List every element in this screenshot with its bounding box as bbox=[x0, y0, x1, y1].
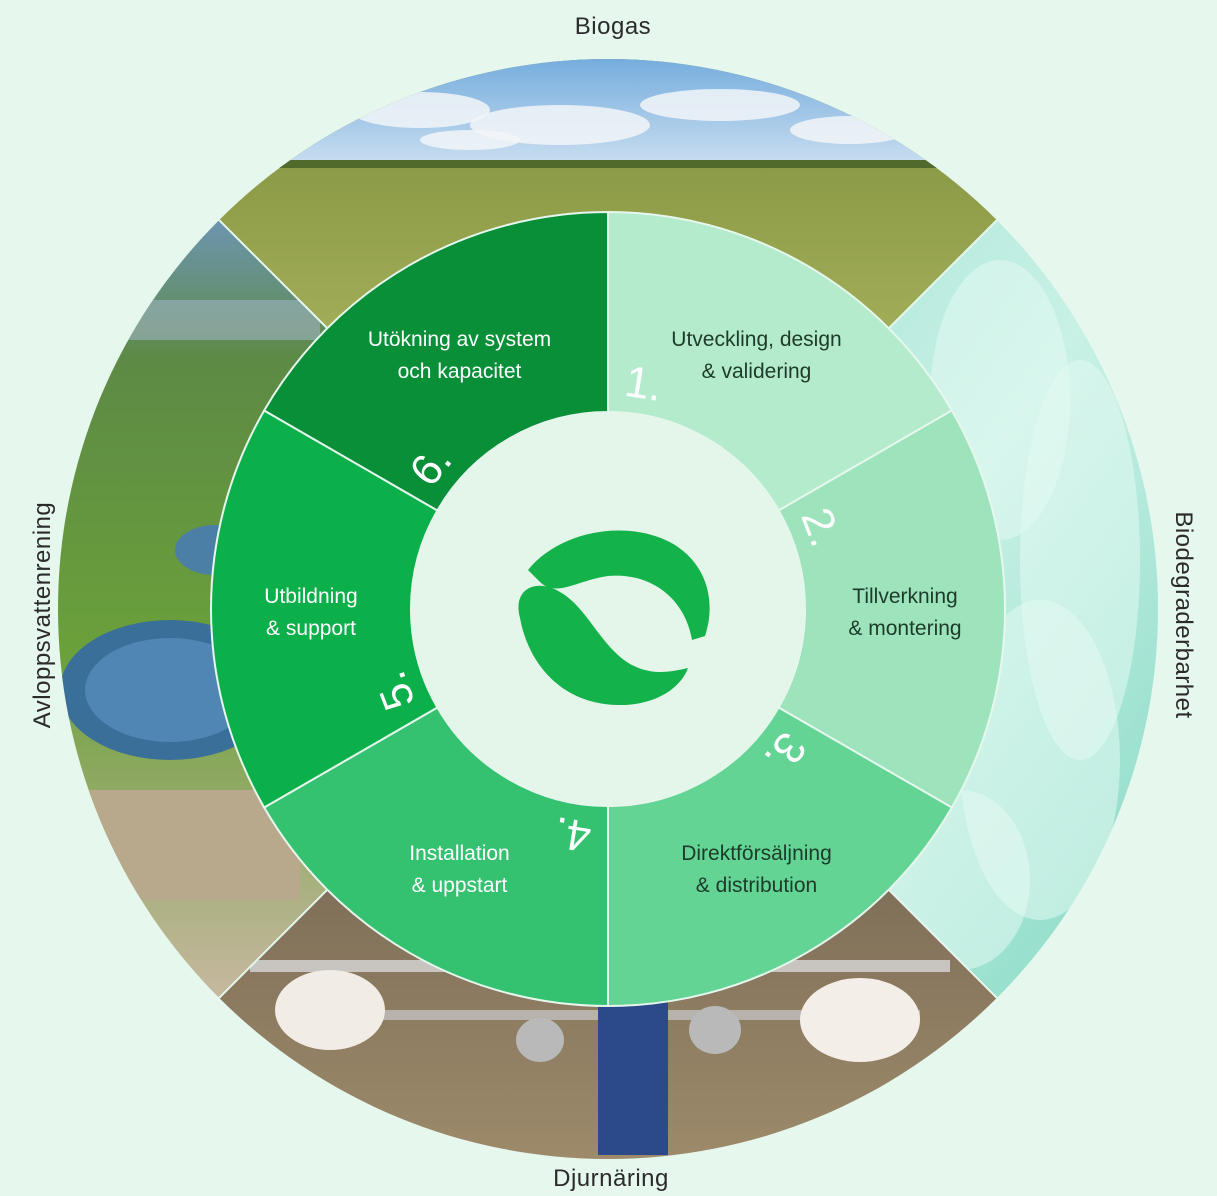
step-title-line2: & distribution bbox=[696, 874, 817, 897]
step-title-line1: Tillverkning bbox=[852, 585, 957, 608]
step-title-line2: & validering bbox=[702, 360, 812, 383]
logo-icon bbox=[518, 530, 710, 706]
step-title-line2: & uppstart bbox=[412, 874, 508, 897]
center-disc bbox=[411, 412, 805, 806]
step-title-line1: Installation bbox=[409, 842, 509, 865]
process-step-1: 1.Utveckling, design & validering bbox=[607, 210, 954, 512]
process-step-2: 2.Tillverkning& montering bbox=[777, 409, 1006, 809]
step-number: 4. bbox=[550, 807, 594, 861]
domain-label-wastewater: Avloppsvattenrening bbox=[29, 502, 56, 729]
step-title-line1: Utbildning bbox=[264, 585, 357, 608]
step-title-line2: och kapacitet bbox=[398, 360, 522, 383]
domain-label-biodegradability: Biodegraderbarhet bbox=[1170, 511, 1197, 718]
step-title-line1: Direktförsäljning bbox=[681, 842, 832, 865]
step-number: 1. bbox=[622, 357, 666, 411]
sky-band bbox=[219, 59, 997, 168]
step-title-line1: Utveckling, design bbox=[671, 328, 841, 351]
process-step-5: 5.Utbildning& support bbox=[210, 409, 439, 809]
domain-label-animal-nutrition: Djurnäring bbox=[553, 1165, 669, 1192]
process-step-4: 4. Installation & uppstart bbox=[262, 706, 609, 1008]
domain-label-biogas: Biogas bbox=[575, 13, 651, 40]
step-title-line2: & support bbox=[266, 617, 356, 640]
step-title-line2: & montering bbox=[848, 617, 961, 640]
step-title-line1: Utökning av system bbox=[368, 328, 551, 351]
process-ring: 1.Utveckling, design& validering2.Tillve… bbox=[210, 210, 1006, 1008]
